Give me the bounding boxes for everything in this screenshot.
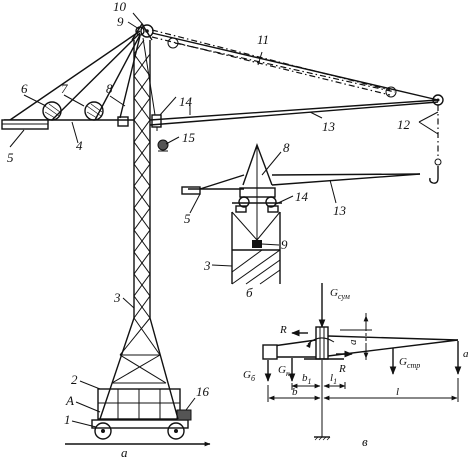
b-label: b <box>292 386 298 398</box>
center-column <box>315 326 329 360</box>
figure-b-caption: б <box>246 285 253 300</box>
jib-raised-11 <box>151 29 391 91</box>
label-5: 5 <box>7 150 14 165</box>
jib-13 <box>149 99 439 121</box>
label-14: 14 <box>179 94 193 109</box>
r-bot-label: R <box>338 363 346 375</box>
label-8: 8 <box>106 81 113 96</box>
label-b-8: 8 <box>283 140 290 155</box>
label-b-3: 3 <box>203 258 211 273</box>
a-dim-label: a <box>347 339 359 345</box>
counterweight-box <box>262 344 278 360</box>
label-b-5: 5 <box>184 211 191 226</box>
label-b-14: 14 <box>295 189 309 204</box>
b1-label: b1 <box>302 372 312 386</box>
jib-v <box>327 335 459 341</box>
tower-lattice <box>133 39 151 319</box>
figure-b-detail <box>181 142 421 285</box>
element-15 <box>157 139 169 151</box>
l-label: l <box>396 386 399 398</box>
label-6: 6 <box>21 81 28 96</box>
l1-label: l1 <box>330 372 337 386</box>
g-sum-label: Gсум <box>330 287 350 301</box>
figure-v-scheme <box>262 283 462 441</box>
label-15: 15 <box>182 130 196 145</box>
jib-13b <box>271 173 421 176</box>
a-right-label: a <box>463 348 469 360</box>
label-b-13: 13 <box>333 203 347 218</box>
wheel-right <box>167 422 185 440</box>
label-2: 2 <box>71 372 78 387</box>
label-7: 7 <box>61 81 68 96</box>
r-top-label: R <box>279 324 287 336</box>
label-4: 4 <box>76 138 83 153</box>
figure-a-caption: а <box>121 445 128 459</box>
gb-label: Gб <box>243 369 256 383</box>
label-13: 13 <box>322 119 336 134</box>
figure-v-caption: в <box>362 434 368 449</box>
winch-6 <box>42 101 62 121</box>
label-9: 9 <box>117 14 124 29</box>
wheel-left <box>94 422 112 440</box>
label-11: 11 <box>257 32 269 47</box>
label-b-9: 9 <box>281 237 288 252</box>
label-10: 10 <box>113 0 127 14</box>
label-1: 1 <box>64 412 71 427</box>
rope-8 <box>119 35 141 119</box>
ballast-16 <box>176 409 192 421</box>
winch-7 <box>84 101 104 121</box>
figure-a-crane <box>1 22 444 447</box>
pivot-9b <box>252 240 262 248</box>
label-16: 16 <box>196 384 210 399</box>
label-A: A <box>65 393 74 408</box>
gk-label: Gк <box>278 364 290 378</box>
hook-12 <box>429 166 439 184</box>
pulley-10 <box>140 24 154 38</box>
gstr-label: Gстр <box>399 356 420 370</box>
label-3: 3 <box>113 290 121 305</box>
counterweight-5b <box>181 186 201 195</box>
chassis-frame <box>91 419 189 429</box>
label-12: 12 <box>397 117 411 132</box>
